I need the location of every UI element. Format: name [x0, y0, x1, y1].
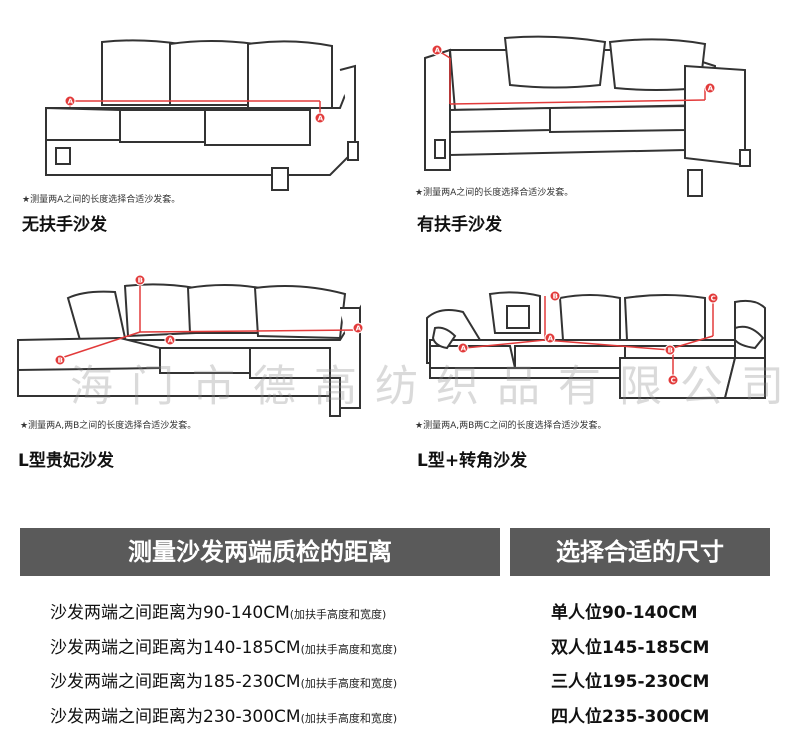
marker-c-bottom: C: [671, 377, 676, 385]
table-row-size: 四人位235-300CM: [551, 707, 710, 727]
table-row-range: 沙发两端之间距离为140-185CM(加扶手高度和宽度): [50, 638, 398, 658]
marker-a-left: A: [435, 47, 441, 55]
marker-a-left: A: [68, 98, 74, 106]
measure-note: ★测量两A,两B之间的长度选择合适沙发套。: [20, 421, 197, 431]
table-header-left: 测量沙发两端质检的距离: [20, 528, 500, 576]
measure-note: ★测量两A之间的长度选择合适沙发套。: [22, 195, 181, 205]
panel-l-chaise-sofa: B A A B ★测量两A,两B之间的长度选择合适沙发套。 L型贵妃沙发: [10, 268, 390, 518]
measure-note: ★测量两A之间的长度选择合适沙发套。: [415, 188, 574, 198]
table-row-range: 沙发两端之间距离为185-230CM(加扶手高度和宽度): [50, 672, 398, 692]
panel-caption: 无扶手沙发: [22, 215, 107, 235]
l-corner-sofa-illustration: B A A C B C: [426, 290, 766, 399]
marker-b-top: B: [553, 293, 558, 301]
table-header-right: 选择合适的尺寸: [510, 528, 770, 576]
marker-b-bottom: B: [58, 357, 63, 365]
panel-caption: L型+转角沙发: [417, 451, 528, 471]
table-row-size: 三人位195-230CM: [551, 672, 710, 692]
table-row-size: 单人位90-140CM: [551, 603, 698, 623]
panel-armless-sofa: A A ★测量两A之间的长度选择合适沙发套。 无扶手沙发: [10, 30, 390, 280]
marker-a-right: A: [548, 335, 554, 343]
marker-a-right: A: [356, 325, 362, 333]
armless-sofa-illustration: A A: [45, 39, 359, 191]
panel-l-corner-sofa: B A A C B C ★测量两A,两B两C之间的长度选择合适沙发套。 L型+转…: [405, 268, 785, 518]
marker-a-right: A: [318, 115, 324, 123]
marker-c-top: C: [711, 295, 716, 303]
table-row-range: 沙发两端之间距离为90-140CM(加扶手高度和宽度): [50, 603, 387, 623]
table-row-range: 沙发两端之间距离为230-300CM(加扶手高度和宽度): [50, 707, 398, 727]
armrest-sofa-illustration: A A: [424, 35, 751, 197]
marker-b-top: B: [138, 277, 143, 285]
panel-caption: L型贵妃沙发: [18, 451, 114, 471]
panel-caption: 有扶手沙发: [417, 215, 502, 235]
marker-a-left: A: [461, 345, 467, 353]
table-row-size: 双人位145-185CM: [551, 638, 710, 658]
marker-a-right: A: [708, 85, 714, 93]
l-chaise-sofa-illustration: B A A B: [17, 274, 364, 417]
marker-a-left: A: [168, 337, 174, 345]
marker-b-bottom: B: [668, 347, 673, 355]
measure-note: ★测量两A,两B两C之间的长度选择合适沙发套。: [415, 421, 607, 431]
panel-armrest-sofa: A A ★测量两A之间的长度选择合适沙发套。 有扶手沙发: [405, 30, 785, 280]
